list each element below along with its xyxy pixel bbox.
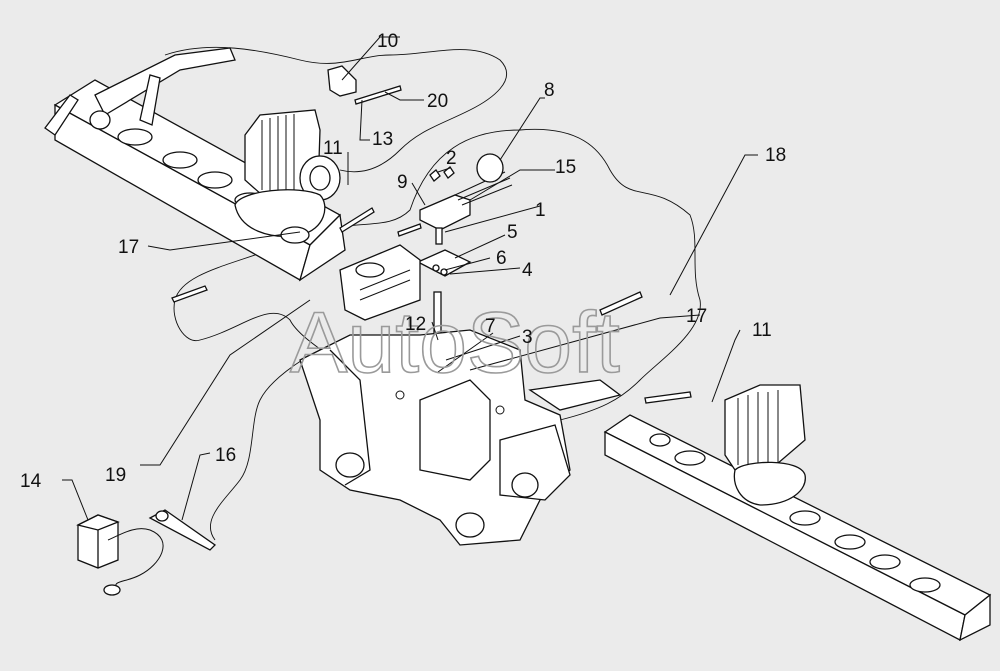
central-bracket [339, 244, 421, 321]
control-box [76, 514, 164, 596]
callout-10: 10 [377, 31, 398, 52]
callout-4: 4 [522, 260, 533, 281]
callout-labels: 1 2 3 4 5 6 7 8 9 10 11 11 12 13 14 15 1… [20, 31, 786, 492]
callout-1: 1 [535, 200, 546, 221]
callout-14: 14 [20, 471, 42, 492]
left-motor-gearbox [234, 109, 341, 244]
callout-3: 3 [522, 327, 533, 348]
callout-11-right: 11 [752, 320, 772, 341]
callout-18: 18 [765, 145, 786, 166]
chassis-frame [299, 329, 622, 546]
callout-9: 9 [397, 172, 408, 193]
callout-5: 5 [507, 222, 518, 243]
callout-6: 6 [496, 248, 507, 269]
callout-13: 13 [372, 129, 393, 150]
callout-16: 16 [215, 445, 236, 466]
right-axle-beam [603, 414, 992, 642]
callout-8: 8 [544, 80, 555, 101]
callout-17-right: 17 [686, 306, 707, 327]
leader-lines [62, 36, 758, 521]
callout-11-left: 11 [323, 138, 343, 159]
lower-cloud-outline [209, 349, 321, 541]
callout-12: 12 [405, 314, 426, 335]
callout-20: 20 [427, 91, 448, 112]
callout-2: 2 [446, 148, 457, 169]
left-axle-cloud-outline [164, 46, 507, 173]
callout-7: 7 [485, 316, 496, 337]
right-motor-gearbox [724, 384, 806, 506]
callout-15: 15 [555, 157, 576, 178]
callout-17-left: 17 [118, 237, 139, 258]
callout-19: 19 [105, 465, 126, 486]
watermark-text: AutoSoft [290, 295, 620, 391]
cable-rod-parts [148, 65, 692, 551]
